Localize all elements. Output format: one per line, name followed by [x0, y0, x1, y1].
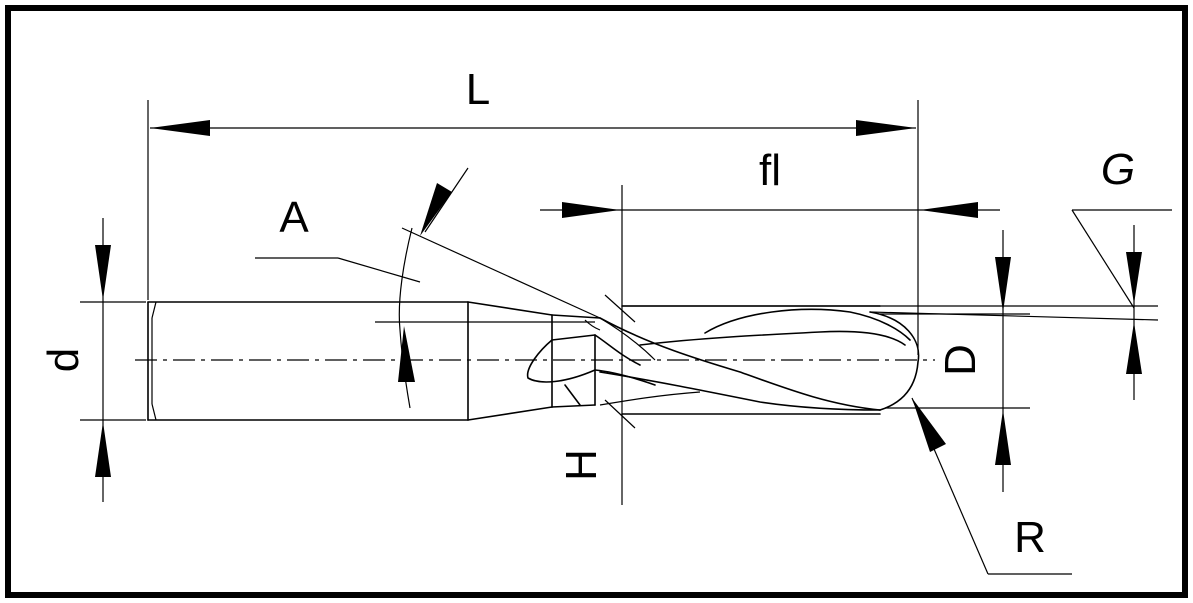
dimension-L — [147, 100, 919, 355]
dimension-A — [255, 167, 601, 409]
dimension-G — [622, 209, 1172, 400]
label-A: A — [279, 193, 309, 242]
label-R: R — [1014, 513, 1046, 562]
label-d: d — [39, 348, 88, 372]
label-G: G — [1101, 145, 1135, 194]
shank — [147, 301, 553, 421]
dimension-fl — [540, 185, 1000, 505]
label-fl: fl — [759, 146, 781, 195]
dimension-H — [604, 294, 636, 429]
label-L: L — [466, 65, 490, 114]
dimension-d — [80, 218, 146, 502]
dimension-R — [911, 397, 1072, 575]
drawing-frame — [5, 5, 1188, 598]
label-H: H — [557, 449, 606, 481]
label-D: D — [936, 344, 985, 376]
